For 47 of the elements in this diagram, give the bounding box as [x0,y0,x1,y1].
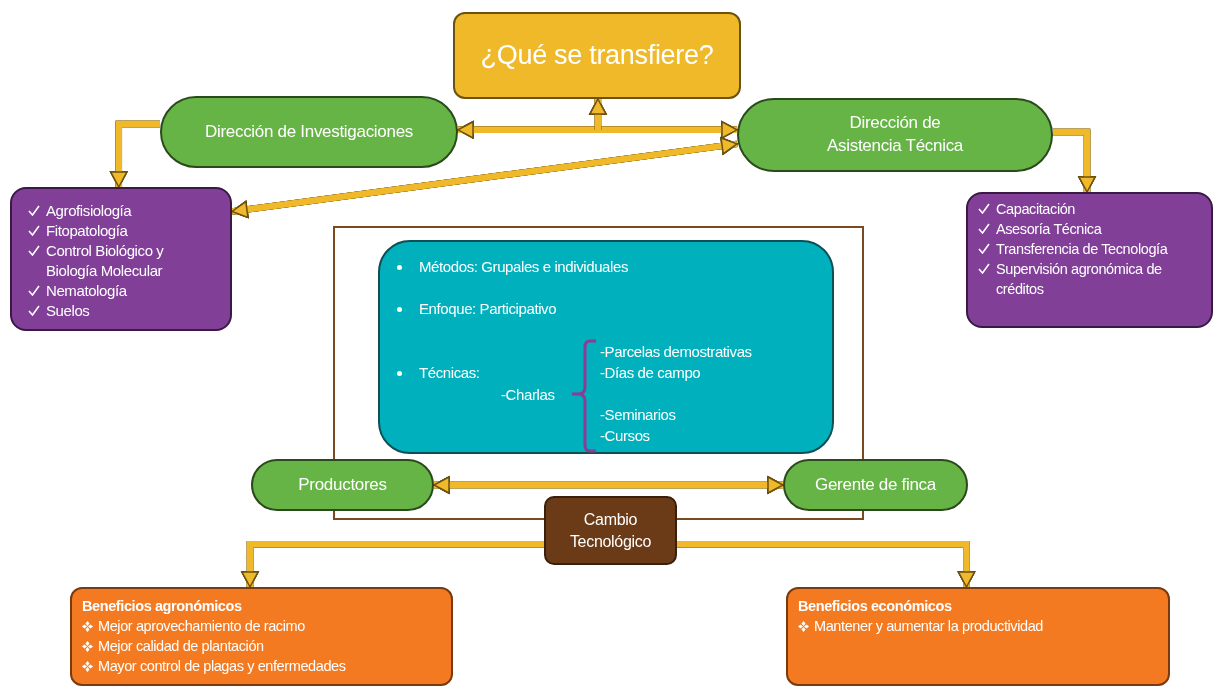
list-item: Suelos [46,301,90,321]
list-item: Capacitación [996,200,1076,219]
node-label: Gerente de finca [815,473,936,496]
list-box [10,187,232,331]
block-arrow [241,541,544,588]
block-arrow [231,137,738,219]
block-arrow [677,541,976,588]
node-label: Dirección de Investigaciones [205,120,413,143]
block-arrow [110,120,160,188]
body-text: Técnicas: [419,364,480,382]
box-heading: Beneficios agronómicos [82,597,242,616]
list-item: Control Biológico y Biología Molecular [46,241,165,281]
node-label: ¿Qué se transfiere? [480,39,714,73]
box-heading: Beneficios económicos [798,597,952,616]
list-item: Mejor aprovechamiento de racimo [98,617,305,636]
list-item: Asesoría Técnica [996,220,1102,239]
benefit-box [786,587,1170,686]
body-text: -Parcelas demostrativas [600,343,752,361]
pill-shape [160,96,458,168]
process-box [544,496,677,565]
list-item: Mantener y aumentar la productividad [814,617,1043,636]
list-item: Nematología [46,281,127,301]
list-item: Agrofisiología [46,201,132,221]
body-text: Métodos: Grupales e individuales [419,258,628,276]
block-arrow [589,98,607,130]
pill-shape [783,459,968,511]
body-text: Enfoque: Participativo [419,300,557,318]
block-arrow [433,476,784,494]
list-item: Supervisión agronómica de créditos [996,260,1163,299]
list-item: Mayor control de plagas y enfermedades [98,657,346,676]
block-arrow [457,121,738,139]
list-item: Transferencia de Tecnología [996,240,1168,259]
pill-shape [251,459,434,511]
body-text: -Días de campo [600,364,701,382]
question-box [453,12,741,99]
body-text: -Seminarios [600,406,676,424]
benefit-box [70,587,453,686]
node-label: Cambio Tecnológico [568,509,653,552]
rounded-box [378,240,834,454]
list-item: Mejor calidad de plantación [98,637,264,656]
body-text: -Charlas [501,386,555,404]
list-item: Fitopatología [46,221,128,241]
node-label: Productores [298,473,387,496]
list-box [966,192,1213,328]
block-arrow [1053,128,1096,193]
node-label: Dirección de Asistencia Técnica [826,112,965,157]
body-text: -Cursos [600,427,650,445]
